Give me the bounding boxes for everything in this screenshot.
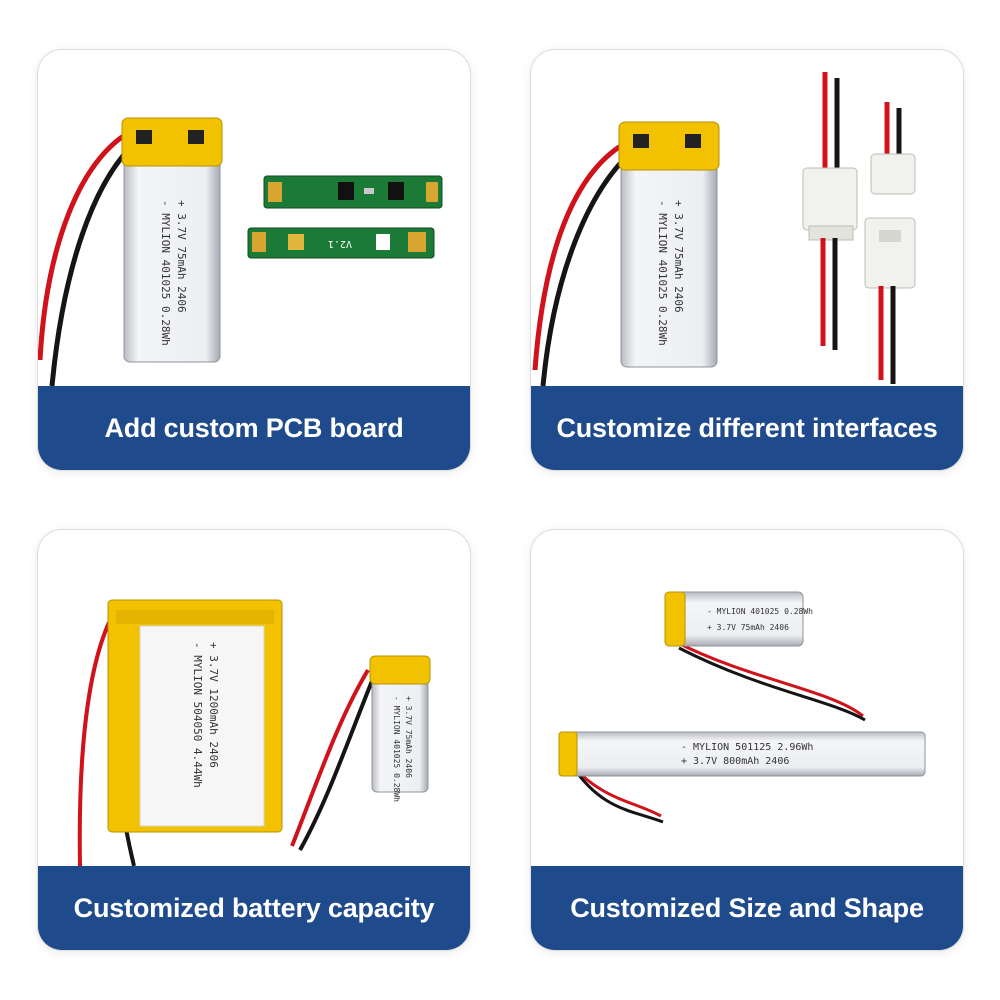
large-and-small-battery-image: - MYLION 504050 4.44Wh + 3.7V 1200mAh 24… [77, 599, 431, 866]
pcb-board-bottom: V2.1 [247, 227, 435, 259]
feature-card-interfaces: - MYLION 401025 0.28Wh + 3.7V 75mAh 2406… [531, 50, 963, 470]
small-battery-print-line-1: - MYLION 401025 0.28Wh [707, 607, 813, 616]
card-title: Add custom PCB board [38, 386, 470, 470]
card-title: Customize different interfaces [531, 386, 963, 470]
battery-print-line-1: - MYLION 401025 0.28Wh [159, 200, 172, 346]
battery-print-line-2: + 3.7V 75mAh 2406 [175, 200, 188, 313]
large-battery-print-line-2: + 3.7V 1200mAh 2406 [207, 642, 220, 768]
long-battery-print-line-1: - MYLION 501125 2.96Wh [681, 742, 813, 753]
small-battery-print-line-2: + 3.7V 75mAh 2406 [404, 696, 413, 778]
battery-print-line-2: + 3.7V 75mAh 2406 [672, 200, 685, 313]
battery-with-connectors-image: - MYLION 401025 0.28Wh + 3.7V 75mAh 2406 [532, 72, 916, 386]
feature-card-pcb: - MYLION 401025 0.28Wh + 3.7V 75mAh 2406… [38, 50, 470, 470]
pcb-version-label: V2.1 [328, 238, 352, 249]
connector-left [802, 72, 858, 350]
battery-print-line-1: - MYLION 401025 0.28Wh [656, 200, 669, 346]
small-battery-print-line-1: - MYLION 401025 0.28Wh [392, 696, 401, 802]
feature-card-capacity: - MYLION 504050 4.44Wh + 3.7V 1200mAh 24… [38, 530, 470, 950]
feature-card-size-shape: - MYLION 401025 0.28Wh + 3.7V 75mAh 2406… [531, 530, 963, 950]
small-and-long-battery-image: - MYLION 401025 0.28Wh + 3.7V 75mAh 2406… [558, 591, 926, 824]
connector-right [864, 102, 916, 384]
small-battery-print-line-2: + 3.7V 75mAh 2406 [707, 623, 789, 632]
long-battery-print-line-2: + 3.7V 800mAh 2406 [681, 756, 789, 767]
pcb-board-top [263, 175, 443, 209]
battery-with-pcb-image: - MYLION 401025 0.28Wh + 3.7V 75mAh 2406… [38, 117, 443, 386]
card-title: Customized Size and Shape [531, 866, 963, 950]
large-battery-print-line-1: - MYLION 504050 4.44Wh [191, 642, 204, 788]
card-title: Customized battery capacity [38, 866, 470, 950]
